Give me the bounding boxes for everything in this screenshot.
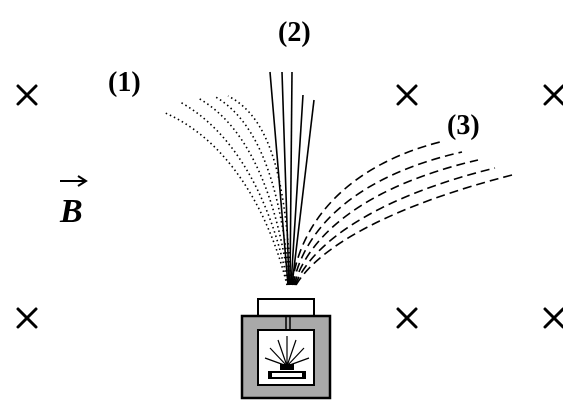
cross-icon	[16, 307, 38, 329]
cross-icon	[396, 307, 418, 329]
field-markers	[16, 84, 563, 329]
beam-1-label: (1)	[108, 67, 141, 98]
beam-3-tracks	[291, 141, 513, 286]
beam-2-tracks	[269, 71, 315, 286]
cross-icon	[543, 84, 563, 106]
radioactive-source-box-icon	[240, 298, 332, 400]
cross-icon	[543, 307, 563, 329]
cross-icon	[16, 84, 38, 106]
cross-icon	[396, 84, 418, 106]
field-symbol: B	[59, 193, 83, 230]
emission-rays	[264, 336, 310, 367]
field-vector-label: B	[59, 175, 88, 230]
beam-1-tracks	[162, 95, 292, 286]
beam-2-label: (2)	[278, 17, 311, 48]
beam-3-label: (3)	[447, 110, 480, 141]
